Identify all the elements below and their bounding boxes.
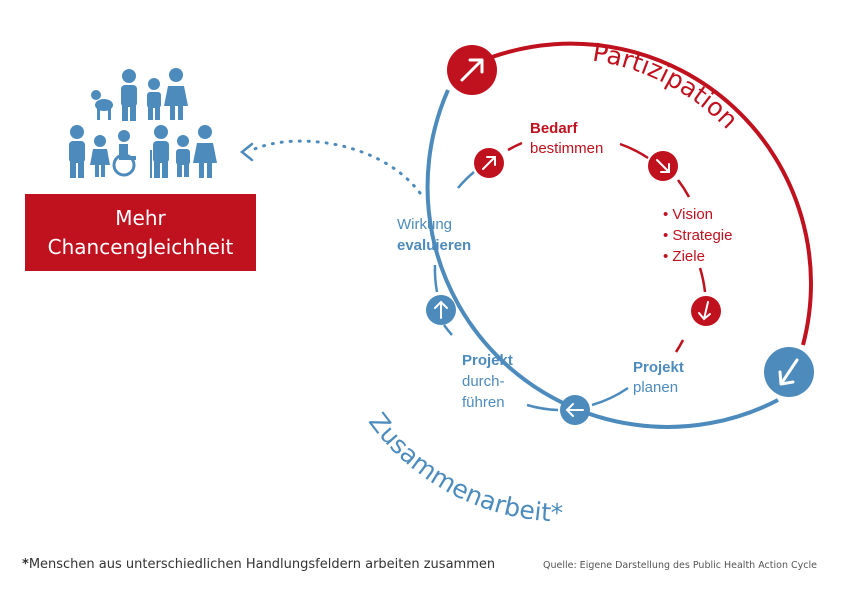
- wirkung-label: Wirkung: [397, 216, 452, 233]
- dog-icon: [91, 90, 113, 120]
- planen-label: planen: [633, 379, 678, 396]
- outer-arrow-top-icon: [447, 45, 497, 95]
- inner-arrow-bottom-icon: [560, 395, 590, 425]
- dotted-connector: [246, 139, 422, 195]
- projekt-durchfuehren-label: Projekt: [462, 352, 513, 369]
- durch-label: durch-: [462, 373, 505, 390]
- zusammenarbeit-label: Zusammenarbeit*: [363, 407, 563, 527]
- source-note: Quelle: Eigene Darstellung des Public He…: [543, 560, 817, 571]
- outer-arc-red: [491, 41, 813, 346]
- outer-arrow-right-icon: [764, 347, 814, 397]
- evaluieren-label: evaluieren: [397, 237, 471, 254]
- inner-arrow-left-icon: [426, 295, 456, 325]
- wheelchair-icon: [112, 130, 136, 177]
- inner-arc-4: [698, 267, 707, 293]
- footnote-text: Menschen aus unterschiedlichen Handlungs…: [28, 557, 496, 572]
- fuehren-label: führen: [462, 394, 505, 411]
- inner-arc-6: [591, 386, 629, 407]
- inner-arc-8: [442, 324, 453, 336]
- inner-arc-1: [507, 141, 523, 152]
- inner-arrow-right-icon: [691, 296, 721, 326]
- outer-arc-blue: [425, 89, 779, 429]
- strategie-item: • Strategie: [663, 227, 732, 244]
- people-group-icon: [69, 68, 217, 178]
- inner-arrow-top-right-icon: [648, 151, 678, 181]
- ziele-item: • Ziele: [663, 248, 705, 265]
- goal-box: Mehr Chancengleichheit: [25, 194, 256, 271]
- bestimmen-label: bestimmen: [530, 140, 603, 157]
- inner-arc-10: [457, 171, 475, 189]
- vision-item: • Vision: [663, 206, 713, 223]
- inner-arc-7: [526, 403, 559, 412]
- footnote: *Menschen aus unterschiedlichen Handlung…: [22, 557, 495, 572]
- chevron-left-icon: [239, 142, 254, 162]
- bedarf-label: Bedarf: [530, 120, 579, 137]
- inner-arrow-top-left-icon: [474, 148, 504, 178]
- goal-line-1: Mehr: [115, 205, 166, 230]
- inner-arc-9: [433, 264, 439, 293]
- projekt-planen-label: Projekt: [633, 359, 684, 376]
- inner-arc-5: [674, 339, 685, 353]
- inner-arc-3: [677, 179, 691, 198]
- partizipation-label: Partizipation: [591, 38, 744, 135]
- inner-arc-2: [619, 142, 649, 160]
- footnote-marker: *: [22, 557, 29, 572]
- goal-line-2: Chancengleichheit: [47, 234, 234, 259]
